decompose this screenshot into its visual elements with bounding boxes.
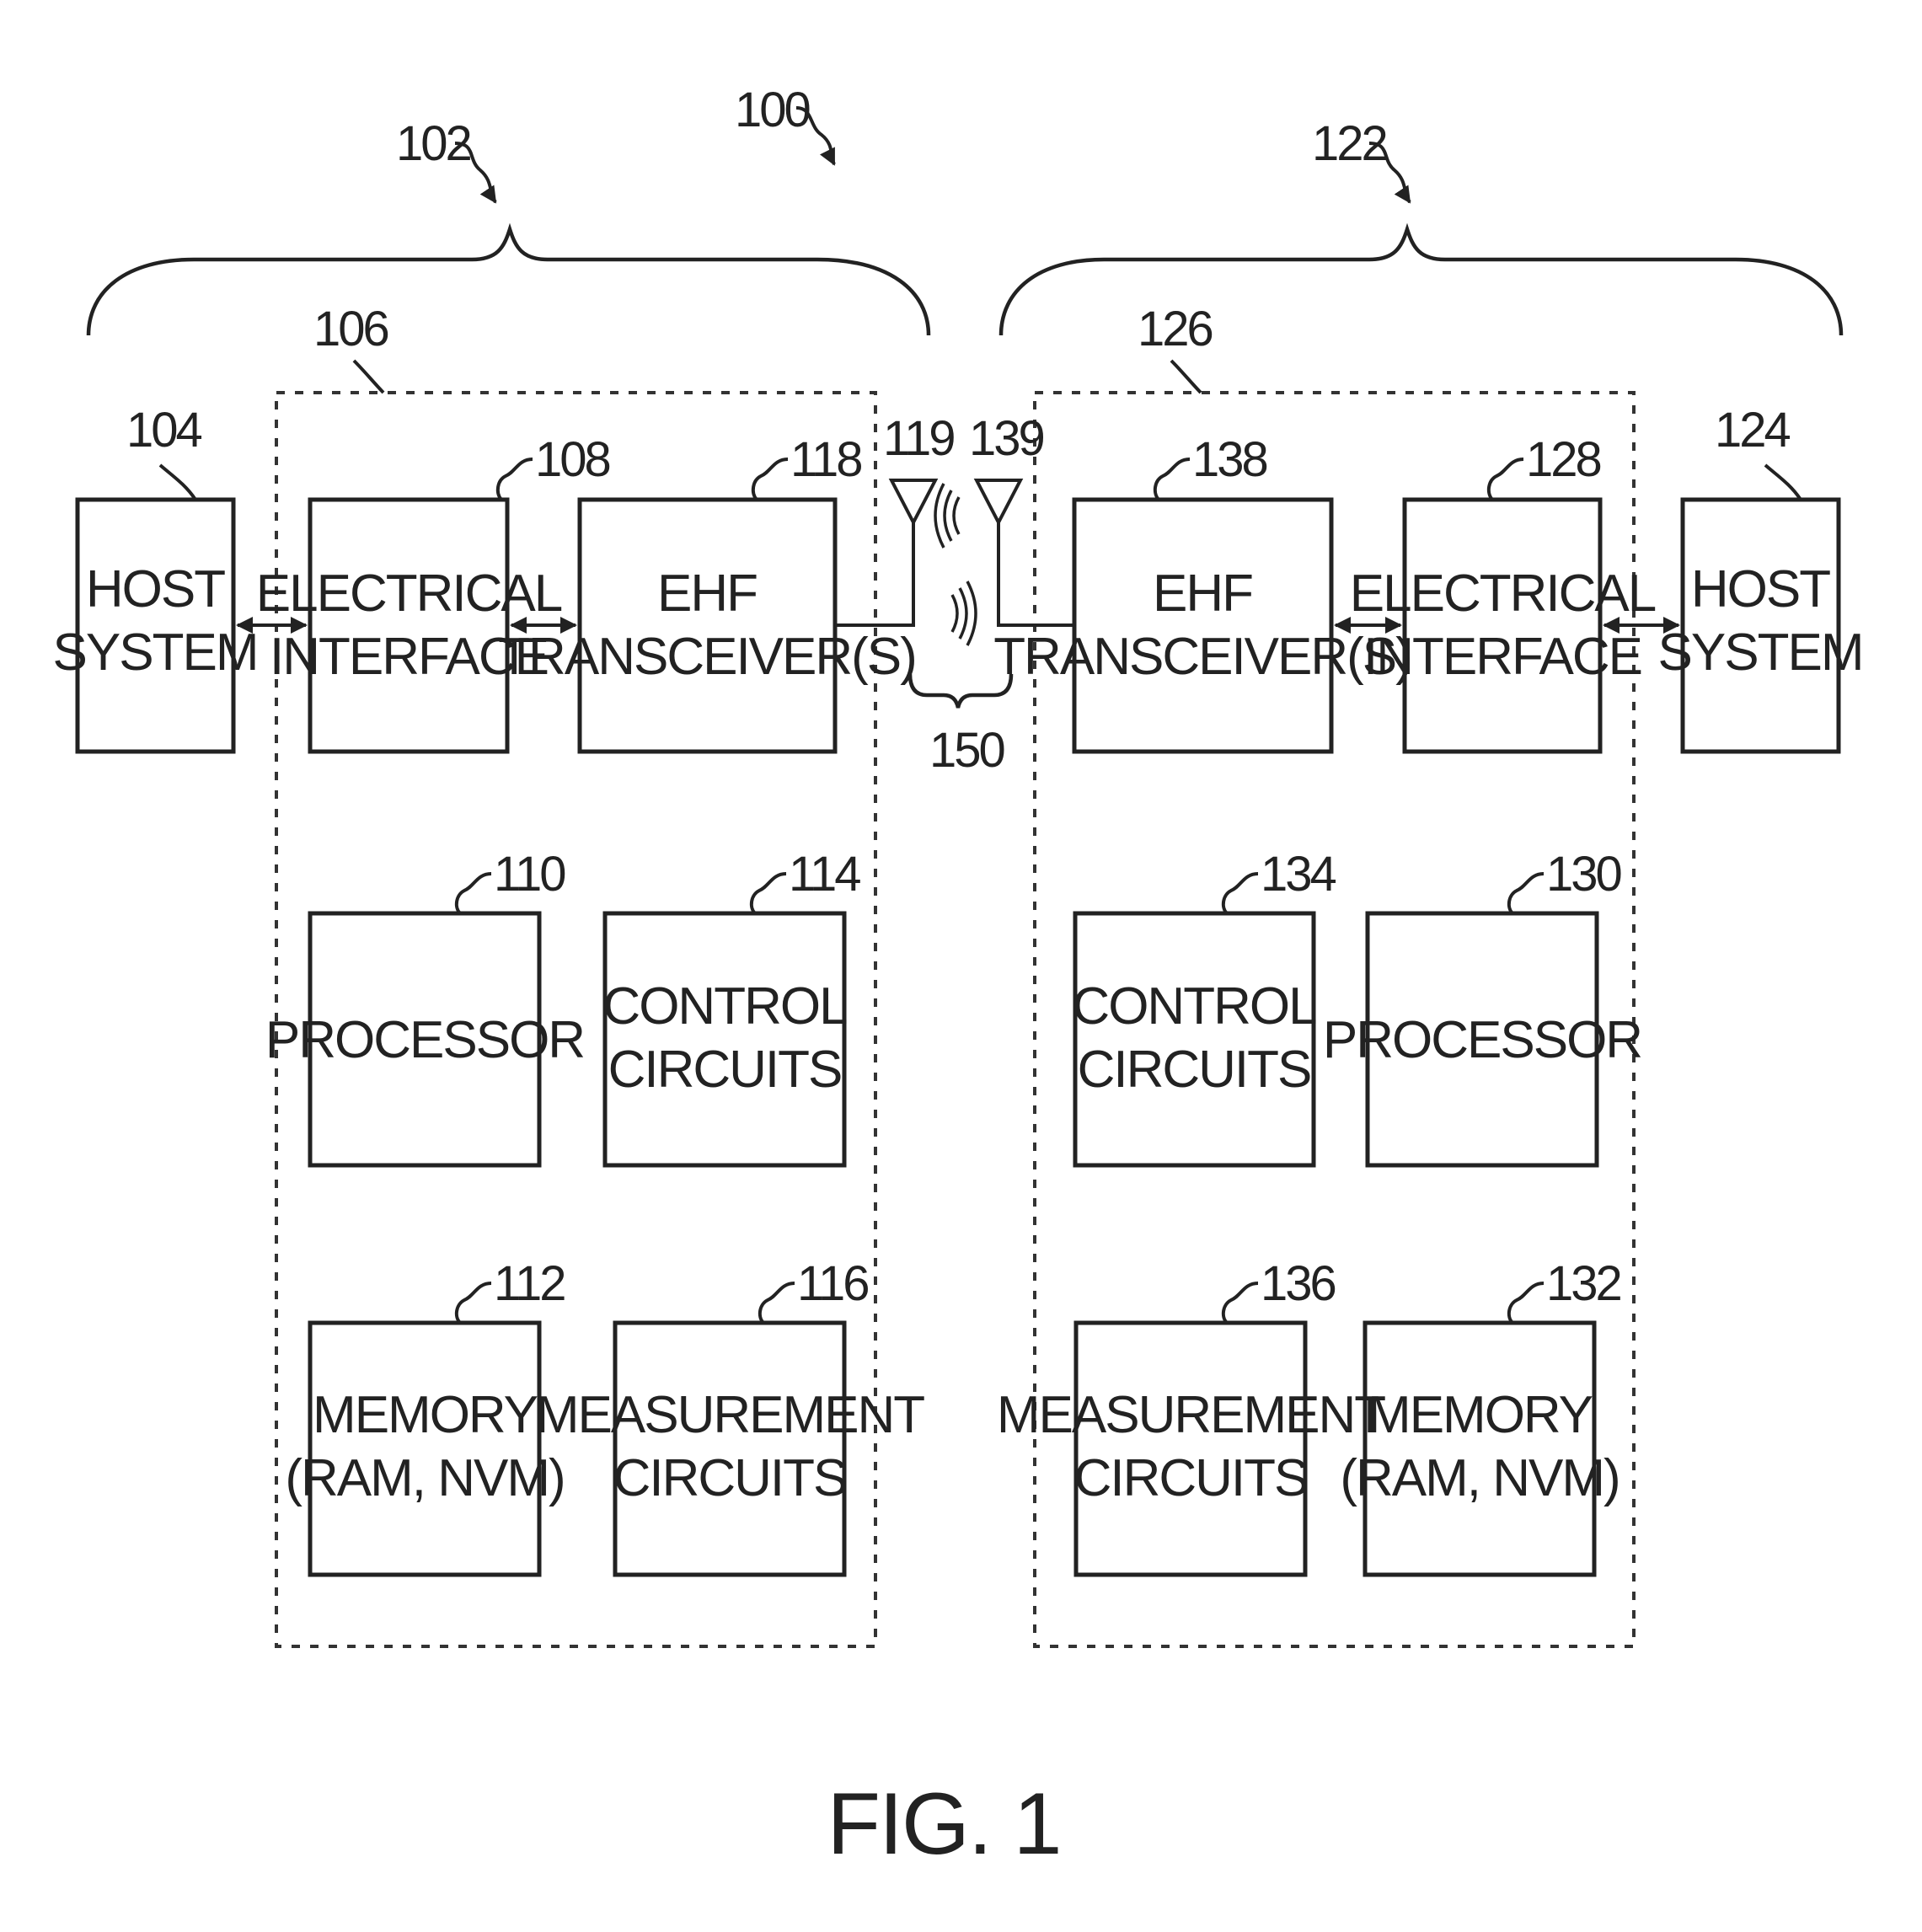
ref-100: 100 [735,83,810,137]
ref-124: 124 [1715,403,1791,458]
electrical-interface-right-box [1405,500,1600,752]
leader-106 [354,361,383,393]
antenna-left [891,480,935,522]
ref-122: 122 [1312,116,1387,171]
leader-138 [1155,459,1190,500]
leader-112 [457,1283,491,1323]
leader-114 [752,874,786,913]
ref-110: 110 [494,847,565,902]
measurement-circuits-right-label-1: MEASUREMENT [997,1386,1385,1444]
control-circuits-right-label-2: CIRCUITS [1078,1041,1311,1099]
ref-112: 112 [494,1256,565,1311]
electrical-interface-right-label-1: ELECTRICAL [1350,565,1656,623]
ref-102: 102 [396,116,471,171]
ehf-transceiver-right-label-2: TRANSCEIVER(S) [993,628,1411,686]
radiation-waves-upper [935,484,959,548]
host-system-left-label-1: HOST [86,560,225,618]
figure-label: FIG. 1 [827,1775,1061,1873]
processor-left-label: PROCESSOR [265,1011,584,1069]
leader-108 [498,459,533,500]
memory-left-label-2: (RAM, NVM) [285,1449,564,1507]
device-brace-right [1001,229,1841,335]
ehf-transceiver-left-label-2: TRANSCEIVER(S) [498,628,916,686]
leader-128 [1489,459,1523,500]
ehf-transceiver-left-label-1: EHF [657,565,757,623]
host-system-right-label-2: SYSTEM [1658,623,1863,682]
ref-134: 134 [1261,847,1336,902]
leader-134 [1223,874,1258,913]
leader-126 [1171,361,1201,393]
ehf-transceiver-left-box [580,500,835,752]
ref-118: 118 [790,432,861,487]
antenna-right [977,480,1020,522]
leader-124 [1765,465,1801,500]
memory-right-label-2: (RAM, NVM) [1340,1449,1619,1507]
measurement-circuits-left-label-1: MEASUREMENT [536,1386,924,1444]
control-circuits-right-box [1075,913,1314,1165]
leader-132 [1509,1283,1544,1323]
host-system-right-label-1: HOST [1691,560,1830,618]
ref-116: 116 [797,1256,868,1311]
leader-130 [1509,874,1544,913]
ref-132: 132 [1546,1256,1621,1311]
control-circuits-left-box [605,913,844,1165]
ref-119: 119 [883,411,954,466]
ref-136: 136 [1261,1256,1336,1311]
control-circuits-right-label-1: CONTROL [1072,977,1316,1036]
control-circuits-left-label-2: CIRCUITS [608,1041,842,1099]
radiation-waves-lower [952,581,976,645]
leader-110 [457,874,491,913]
ref-126: 126 [1138,302,1213,356]
electrical-interface-left-label-1: ELECTRICAL [256,565,562,623]
ehf-transceiver-right-label-1: EHF [1153,565,1252,623]
ref-138: 138 [1192,432,1267,487]
ref-108: 108 [535,432,610,487]
device-brace-left [88,229,929,335]
ref-114: 114 [789,847,860,902]
ref-130: 130 [1546,847,1621,902]
memory-right-label-1: MEMORY [1368,1386,1593,1444]
leader-104 [160,465,195,500]
ref-139: 139 [969,411,1044,466]
ref-150: 150 [929,723,1004,778]
control-circuits-left-label-1: CONTROL [602,977,847,1036]
processor-right-label: PROCESSOR [1323,1011,1641,1069]
host-system-left-label-2: SYSTEM [53,623,258,682]
ref-106: 106 [313,302,388,356]
electrical-interface-right-label-2: INTERFACE [1363,628,1641,686]
leader-118 [753,459,788,500]
measurement-circuits-left-label-2: CIRCUITS [613,1449,847,1507]
measurement-circuits-right-label-2: CIRCUITS [1074,1449,1308,1507]
electrical-interface-left-box [310,500,507,752]
memory-left-label-1: MEMORY [313,1386,538,1444]
ref-104: 104 [126,403,202,458]
leader-136 [1223,1283,1258,1323]
ref-128: 128 [1526,432,1601,487]
ehf-transceiver-right-box [1074,500,1331,752]
leader-116 [760,1283,795,1323]
